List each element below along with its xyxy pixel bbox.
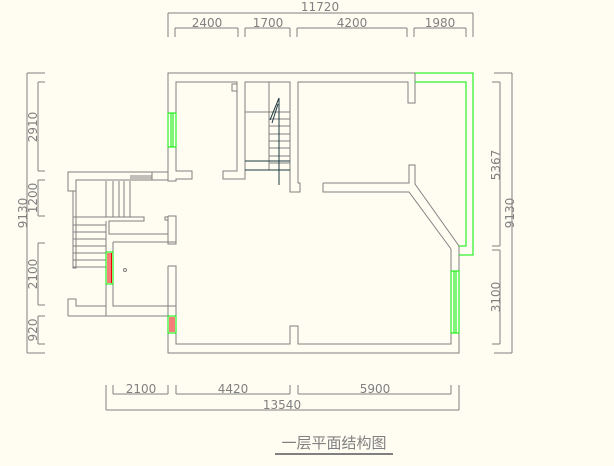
dim-bottom-1: 2100 [126,382,157,396]
dim-right-1: 5367 [489,150,503,181]
dim-bottom-2: 4420 [218,382,249,396]
dim-left-4: 920 [26,319,40,342]
dim-left-total: 9130 [16,198,30,229]
dim-top-total: 11720 [301,0,339,14]
dim-bottom-3: 5900 [360,382,391,396]
dim-bottom-total: 13540 [263,398,301,412]
dim-top-2: 1700 [253,16,284,30]
dim-left-3: 2100 [26,259,40,290]
dim-top-1: 2400 [192,16,223,30]
walls [67,72,460,354]
dim-left-2: 1200 [26,183,40,214]
dim-left-1: 2910 [26,112,40,143]
drawing-title: 一层平面结构图 [281,434,386,452]
windows [105,72,474,334]
dim-right-total: 9130 [503,198,517,229]
stair-arrow [245,97,290,185]
doors-glass [107,253,175,332]
dim-top-4: 1980 [425,16,456,30]
dimension-lines [26,12,513,411]
dim-top-3: 4200 [337,16,368,30]
dim-right-2: 3100 [489,282,503,313]
